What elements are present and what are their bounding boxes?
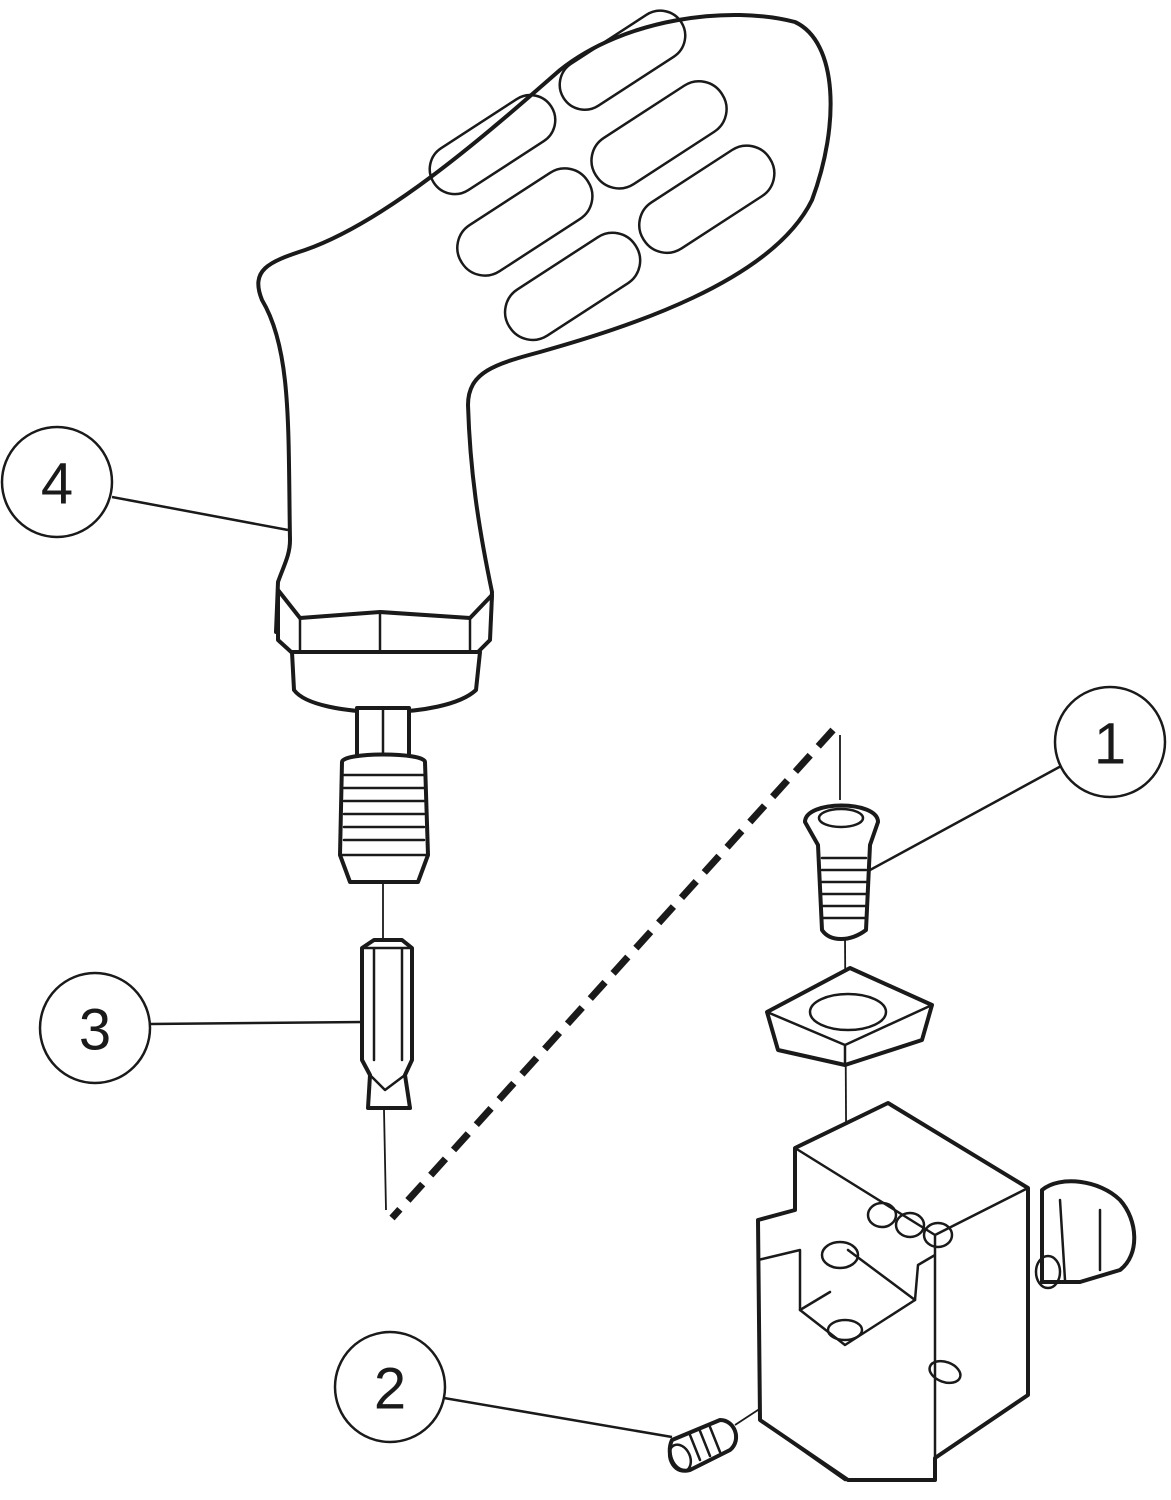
torque-handle xyxy=(256,9,833,884)
torx-bit xyxy=(360,938,414,1110)
dashed-separator-line xyxy=(389,727,836,1221)
callout-label-1: 1 xyxy=(1094,712,1126,777)
callout-1: 1 xyxy=(869,685,1167,872)
set-screw xyxy=(667,1418,739,1473)
callout-3: 3 xyxy=(38,971,365,1085)
cartridge-block xyxy=(756,1101,1137,1482)
callout-2: 2 xyxy=(333,1330,673,1444)
insert-screw xyxy=(803,803,880,941)
callout-label-3: 3 xyxy=(79,998,111,1063)
axis-line-bit-bottom xyxy=(383,1109,387,1211)
callout-label-4: 4 xyxy=(41,452,73,517)
cutting-insert xyxy=(765,966,934,1067)
callout-4: 4 xyxy=(0,425,289,539)
callout-label-2: 2 xyxy=(374,1357,406,1422)
